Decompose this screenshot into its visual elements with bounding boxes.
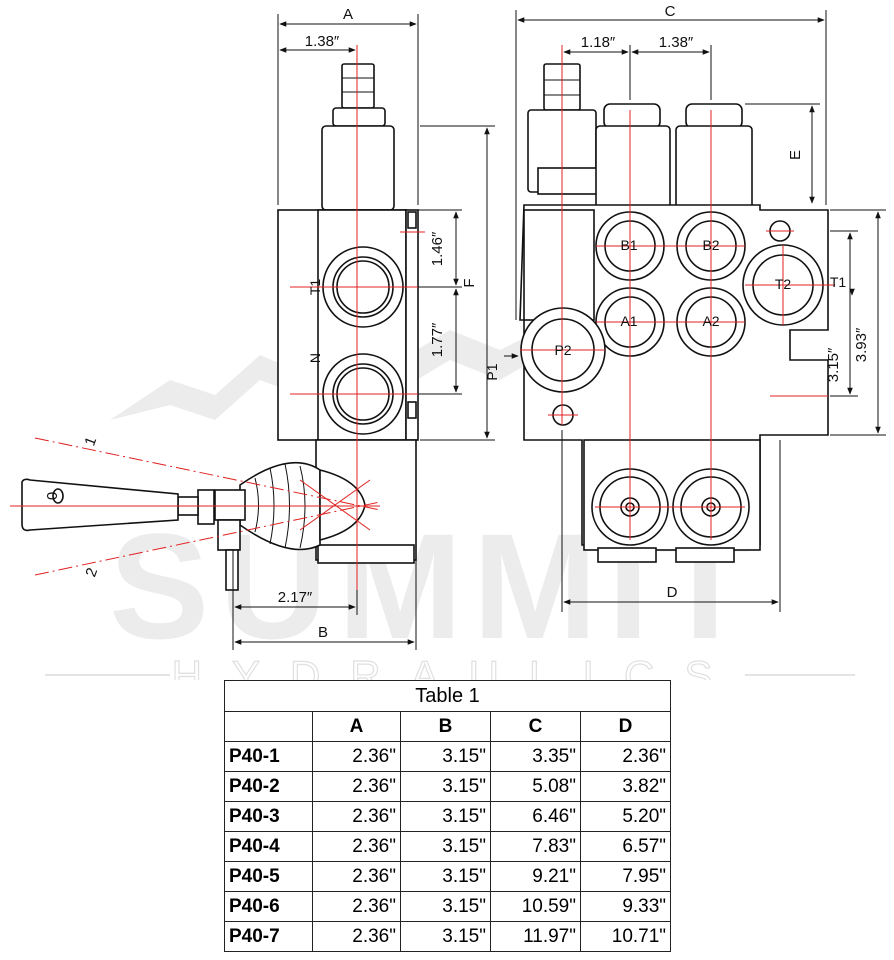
dim-label-c: C bbox=[665, 3, 676, 20]
table-model-cell: P40-4 bbox=[224, 831, 313, 862]
table-model-cell: P40-6 bbox=[224, 891, 313, 922]
table-value-cell: 5.08" bbox=[490, 771, 581, 802]
port-label-p1: P1 bbox=[484, 363, 500, 380]
valve-technical-drawing: SUMMIT HYDRAULICS bbox=[10, 3, 886, 680]
table-model-cell: P40-1 bbox=[224, 741, 313, 772]
port-label-b2: B2 bbox=[702, 237, 719, 253]
port-label-b1: B1 bbox=[620, 237, 637, 253]
table-value-cell: 6.57" bbox=[579, 831, 672, 862]
table-value-cell: 2.36" bbox=[312, 801, 401, 832]
table-model-cell: P40-2 bbox=[224, 771, 313, 802]
port-label-n-side: N bbox=[307, 353, 323, 363]
watermark-sub: HYDRAULICS bbox=[172, 652, 743, 680]
table-column-header bbox=[224, 711, 313, 742]
table-value-cell: 2.36" bbox=[312, 891, 401, 922]
dim-label-front-1-38: 1.38″ bbox=[659, 34, 694, 51]
dim-label-d: D bbox=[667, 584, 678, 601]
table-caption: Table 1 bbox=[223, 680, 672, 712]
table-model-cell: P40-7 bbox=[224, 921, 313, 952]
side-view: T1 N 1 2 0 A 1.38″ 1.46″ 1.77″ F 2.17″ B bbox=[10, 6, 495, 650]
table-value-cell: 3.15" bbox=[400, 831, 491, 862]
table-value-cell: 3.15" bbox=[400, 741, 491, 772]
port-label-t2: T2 bbox=[775, 276, 792, 292]
port-label-a2: A2 bbox=[702, 313, 719, 329]
table-column-header: B bbox=[400, 711, 491, 742]
table-value-cell: 2.36" bbox=[312, 741, 401, 772]
table-column-header: D bbox=[579, 711, 672, 742]
lever-position-2: 2 bbox=[82, 566, 101, 580]
table-value-cell: 6.46" bbox=[490, 801, 581, 832]
front-view: B1 B2 A1 A2 T2 P2 T1 P1 C 1.18″ 1.38″ E … bbox=[484, 3, 886, 612]
port-label-t1-front: T1 bbox=[830, 274, 847, 290]
dim-label-a: A bbox=[343, 6, 353, 23]
lever-position-1: 1 bbox=[81, 435, 100, 449]
dim-label-front-3-15: 3.15″ bbox=[825, 347, 842, 382]
lever-handle bbox=[21, 478, 179, 532]
table-value-cell: 7.95" bbox=[579, 861, 672, 892]
table-value-cell: 3.82" bbox=[579, 771, 672, 802]
table-value-cell: 2.36" bbox=[312, 861, 401, 892]
table-column-header: C bbox=[490, 711, 581, 742]
dim-label-f: F bbox=[461, 278, 478, 287]
table-column-header: A bbox=[312, 711, 401, 742]
table-value-cell: 3.15" bbox=[400, 891, 491, 922]
table-value-cell: 11.97" bbox=[490, 921, 581, 952]
table-value-cell: 2.36" bbox=[312, 771, 401, 802]
table-value-cell: 9.21" bbox=[490, 861, 581, 892]
port-label-t1-side: T1 bbox=[307, 279, 323, 296]
lever-position-0: 0 bbox=[44, 492, 61, 500]
port-label-a1: A1 bbox=[620, 313, 637, 329]
table-model-cell: P40-5 bbox=[224, 861, 313, 892]
table-value-cell: 10.59" bbox=[490, 891, 581, 922]
dim-label-side-1-77: 1.77″ bbox=[429, 322, 446, 357]
table-model-cell: P40-3 bbox=[224, 801, 313, 832]
table-value-cell: 2.36" bbox=[579, 741, 672, 772]
port-label-p2: P2 bbox=[554, 342, 571, 358]
table-value-cell: 2.36" bbox=[312, 831, 401, 862]
dim-label-b: B bbox=[318, 624, 328, 641]
dim-label-front-3-93: 3.93″ bbox=[853, 327, 870, 362]
dim-label-side-1-38: 1.38″ bbox=[305, 33, 340, 50]
table-value-cell: 3.15" bbox=[400, 801, 491, 832]
table-value-cell: 9.33" bbox=[579, 891, 672, 922]
dim-label-side-2-17: 2.17″ bbox=[278, 589, 313, 606]
table-value-cell: 2.36" bbox=[312, 921, 401, 952]
table-value-cell: 10.71" bbox=[579, 921, 672, 952]
table-value-cell: 3.15" bbox=[400, 921, 491, 952]
table-value-cell: 3.15" bbox=[400, 861, 491, 892]
table-value-cell: 3.15" bbox=[400, 771, 491, 802]
dim-label-side-1-46: 1.46″ bbox=[429, 231, 446, 266]
table-value-cell: 3.35" bbox=[490, 741, 581, 772]
table-value-cell: 5.20" bbox=[579, 801, 672, 832]
dim-label-e: E bbox=[787, 150, 804, 160]
dim-label-front-1-18: 1.18″ bbox=[581, 34, 616, 51]
table-value-cell: 7.83" bbox=[490, 831, 581, 862]
